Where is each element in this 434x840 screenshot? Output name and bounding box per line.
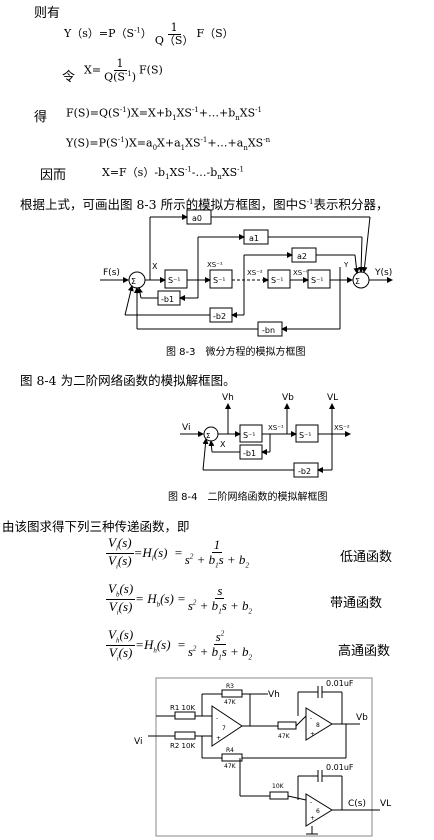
yiner-text: 因而 — [40, 168, 67, 183]
r3-label: R3 — [226, 683, 234, 690]
coef-a1: a1 — [249, 234, 259, 243]
input-label: F(s) — [103, 268, 120, 278]
svg-text:+: + — [310, 731, 315, 738]
coef-b2-2: -b2 — [298, 467, 311, 476]
vi-label: Vi — [182, 423, 190, 433]
sum-symbol-1: Σ — [131, 277, 136, 286]
coef-a0: a0 — [192, 214, 202, 223]
xsn-label: XS⁻ⁿ — [293, 269, 309, 277]
x-label: X — [152, 262, 158, 271]
xs1-label: XS⁻¹ — [207, 261, 223, 269]
integrator-2: S⁻¹ — [213, 276, 226, 285]
circuit-vh-label: Vh — [268, 690, 280, 700]
circuit-vb-label: Vb — [356, 713, 368, 723]
coef-b2: -b2 — [213, 312, 226, 321]
highpass-label: 高通函数 — [338, 644, 391, 659]
svg-text:-: - — [310, 715, 312, 722]
integrator-1: S⁻¹ — [168, 276, 181, 285]
transfer-intro-text: 由该图求得下列三种传递函数，即 — [2, 519, 190, 534]
coef-b1-2: -b1 — [243, 449, 256, 458]
caption-fig-8-4: 图 8-4 二阶网络函数的模拟解框图 — [168, 492, 328, 503]
bandpass-label: 带通函数 — [330, 596, 383, 611]
circuit-cs-label: C(s) — [348, 799, 366, 809]
integrator-6: S⁻¹ — [299, 431, 312, 440]
svg-text:-: - — [310, 799, 312, 806]
diagram-fig-8-3: Σ Σ F(s) Y(s) S⁻¹ S⁻¹ S⁻¹ S⁻¹ X XS⁻¹ XS⁻… — [100, 209, 393, 337]
r4-label: R4 — [226, 747, 234, 754]
sum-symbol-2: Σ — [355, 277, 360, 286]
integrator-3: S⁻¹ — [271, 276, 284, 285]
coef-a2: a2 — [297, 252, 307, 261]
c2-label: 0.01uF — [326, 763, 354, 772]
r1-label: R1 10K — [170, 704, 195, 712]
sum-symbol-3: Σ — [206, 432, 210, 440]
paragraph-text: 根据上式，可画出图 8-3 所示的模拟方框图，图中S-1表示积分器， — [20, 197, 389, 212]
circuit-vl-label: VL — [380, 799, 391, 809]
xs2-label: XS⁻² — [247, 269, 263, 277]
c1-label: 0.01uF — [326, 679, 354, 688]
ling-text: 令 — [62, 70, 76, 85]
r5-value: 47K — [278, 733, 291, 740]
de-text: 得 — [34, 110, 48, 125]
opamp-1-number: 7 — [222, 725, 226, 732]
integrator-5: S⁻¹ — [243, 431, 256, 440]
vb-label: Vb — [282, 393, 294, 403]
vl-label: VL — [327, 393, 338, 403]
lowpass-label: 低通函数 — [340, 550, 393, 565]
output-label: Y(s) — [374, 268, 392, 278]
y-label: Y — [343, 261, 349, 269]
equation-x: X=F（s）-b1XS-1-…-bnXS-1 — [102, 165, 244, 182]
svg-text:+: + — [310, 815, 315, 822]
caption-fig-8-3: 图 8-3 微分方程的模拟方框图 — [166, 347, 306, 358]
svg-text:-: - — [216, 715, 218, 722]
diagram-fig-8-4: Σ Vi Vh Vb VL X XS⁻¹ XS⁻² S⁻¹ S⁻¹ -b1 -b… — [180, 393, 351, 478]
fig84-intro-text: 图 8-4 为二阶网络函数的模拟解框图。 — [20, 373, 236, 388]
xs2-label-2: XS⁻² — [334, 424, 350, 432]
coef-b1: -b1 — [161, 295, 174, 304]
coef-bn: -bn — [262, 326, 275, 335]
svg-text:+: + — [216, 735, 221, 742]
r4-value: 47K — [224, 763, 237, 770]
vh-label: Vh — [222, 393, 234, 403]
zeyou-text: 则有 — [34, 6, 61, 21]
opamp-2-number: 8 — [316, 722, 320, 729]
r6-value: 10K — [272, 783, 285, 790]
opamp-3-number: 6 — [316, 808, 320, 815]
circuit-vi-label: Vi — [134, 737, 142, 747]
r3-value: 47K — [224, 699, 237, 706]
equation-y: Y(S)=P(S-1)X=a0X+a1XS-1+…+anXS-n — [66, 136, 271, 152]
circuit-diagram: - + 7 - + 8 - + 6 R1 10K R2 10K R3 47K R… — [134, 677, 391, 837]
xs1-label-2: XS⁻¹ — [268, 424, 284, 432]
r2-label: R2 10K — [170, 742, 195, 750]
x-label-2: X — [220, 440, 226, 449]
equation-f: F(S)=Q(S-1)X=X+b1XS-1+…+bnXS-1 — [66, 106, 262, 122]
integrator-4: S⁻¹ — [311, 276, 324, 285]
